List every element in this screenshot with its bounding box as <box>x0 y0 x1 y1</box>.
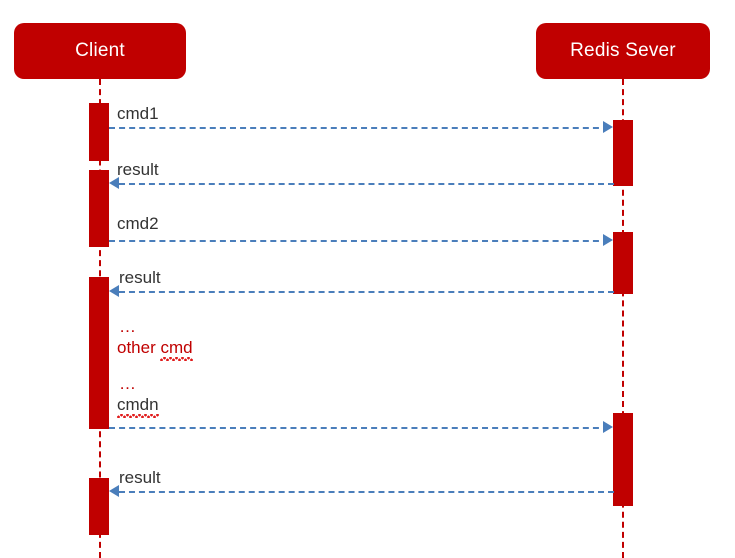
arrowhead-left-result-1 <box>109 177 119 189</box>
actor-label-server: Redis Sever <box>570 40 676 61</box>
actor-label-client: Client <box>75 40 125 61</box>
arrowhead-left-result-3 <box>109 485 119 497</box>
message-line-result-1[interactable] <box>119 183 614 185</box>
lifeline-server <box>622 79 624 558</box>
message-label-result-1: result <box>117 160 159 179</box>
arrowhead-right-cmdn <box>603 421 613 433</box>
note-other-cmd-word: cmd <box>160 338 193 361</box>
activation-client-4[interactable] <box>89 478 109 535</box>
message-line-cmdn[interactable] <box>109 427 609 429</box>
actor-box-client[interactable]: Client <box>14 23 186 79</box>
activation-client-1[interactable] <box>89 103 109 161</box>
activation-server-1[interactable] <box>613 120 633 186</box>
arrowhead-left-result-2 <box>109 285 119 297</box>
message-label-cmd1: cmd1 <box>117 104 159 123</box>
message-line-cmd2[interactable] <box>109 240 609 242</box>
activation-server-3[interactable] <box>613 413 633 506</box>
message-label-cmd2: cmd2 <box>117 214 159 233</box>
message-label-cmdn-word: cmdn <box>117 395 159 418</box>
arrowhead-right-cmd1 <box>603 121 613 133</box>
arrowhead-right-cmd2 <box>603 234 613 246</box>
note-ellipsis-top: … <box>119 317 137 336</box>
activation-server-2[interactable] <box>613 232 633 294</box>
message-label-result-3: result <box>119 468 161 487</box>
note-other-cmd: other cmd <box>117 338 193 361</box>
activation-client-2[interactable] <box>89 170 109 247</box>
message-label-cmdn: cmdn <box>117 395 159 418</box>
note-other-cmd-prefix: other <box>117 338 161 357</box>
message-line-result-3[interactable] <box>119 491 614 493</box>
message-line-cmd1[interactable] <box>109 127 609 129</box>
activation-client-3[interactable] <box>89 277 109 429</box>
message-label-result-2: result <box>119 268 161 287</box>
note-ellipsis-bottom: … <box>119 374 137 393</box>
actor-box-server[interactable]: Redis Sever <box>536 23 710 79</box>
message-line-result-2[interactable] <box>119 291 614 293</box>
